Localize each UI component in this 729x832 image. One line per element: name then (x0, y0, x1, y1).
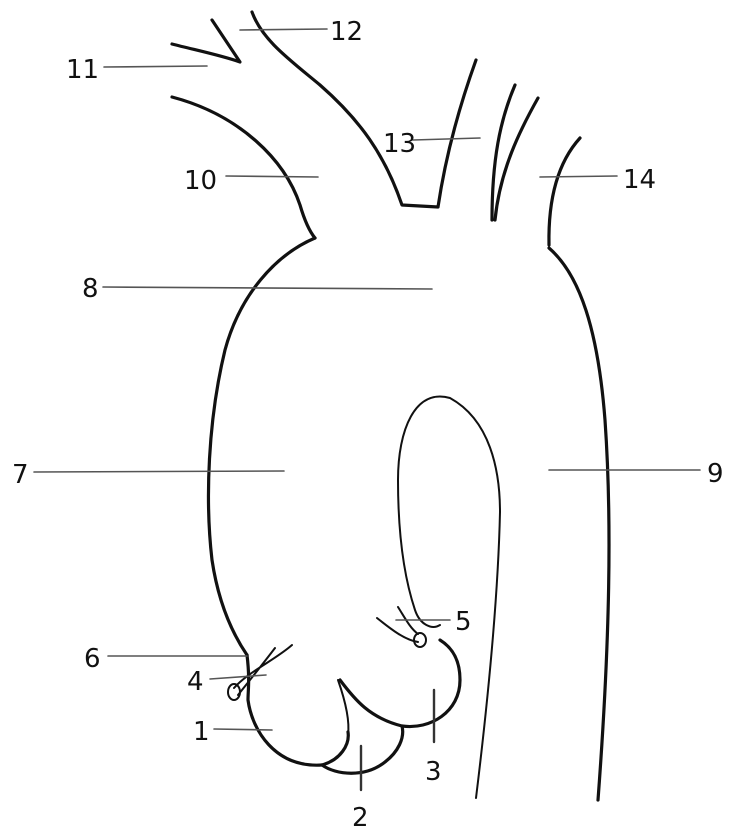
leader-4 (210, 675, 266, 679)
label-8: 8 (82, 274, 99, 304)
leader-1 (214, 729, 272, 730)
label-7: 7 (12, 460, 29, 490)
subclavian-bifurcation (172, 20, 240, 62)
label-1: 1 (193, 717, 210, 747)
descending-aorta-right-wall (549, 248, 609, 800)
left-coronary-artery (234, 645, 292, 695)
inner-arch-curve (398, 397, 500, 627)
leader-10 (226, 176, 318, 177)
leader-7 (34, 471, 284, 472)
aortic-sinus-2 (322, 726, 403, 773)
label-13: 13 (383, 129, 416, 159)
label-10: 10 (184, 166, 217, 196)
label-2: 2 (352, 803, 369, 832)
leader-12 (240, 29, 327, 30)
right-coronary-artery (377, 607, 418, 642)
aortic-sinus-3 (340, 640, 460, 727)
descending-aorta-inner-wall (476, 512, 500, 798)
label-6: 6 (84, 644, 101, 674)
left-common-carotid-right-wall (495, 98, 538, 220)
label-9: 9 (707, 459, 724, 489)
label-3: 3 (425, 757, 442, 787)
right-coronary-ostium (414, 633, 426, 647)
label-5: 5 (455, 607, 472, 637)
label-14: 14 (623, 165, 656, 195)
label-12: 12 (330, 17, 363, 47)
aortic-sinus-1 (247, 655, 348, 765)
label-11: 11 (66, 55, 99, 85)
left-subclavian-wall (549, 138, 580, 245)
left-coronary-ostium (228, 684, 240, 700)
label-4: 4 (187, 667, 204, 697)
leader-11 (104, 66, 207, 67)
ascending-aorta-left-wall (208, 238, 315, 655)
leader-8 (103, 287, 432, 289)
leader-13 (413, 138, 480, 140)
leader-14 (540, 176, 617, 177)
